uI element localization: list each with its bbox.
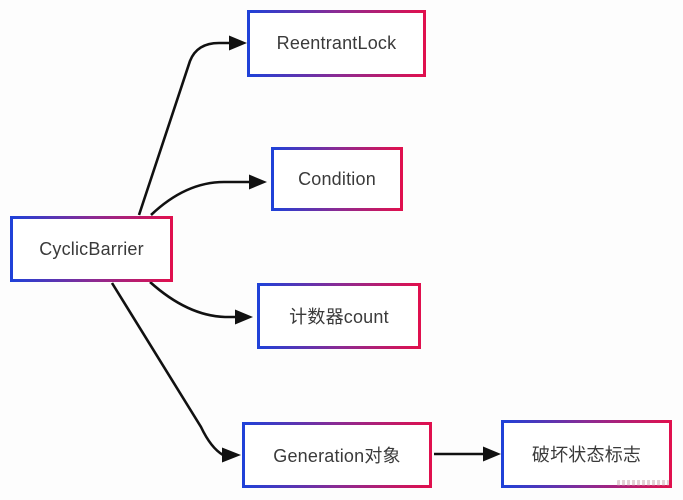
arrowhead-icon (249, 174, 267, 190)
node-label: 计数器count (289, 307, 389, 327)
node-generation: Generation对象 (242, 422, 432, 488)
node-label: ReentrantLock (276, 33, 397, 53)
edge-generation-broken-flag (434, 446, 501, 462)
arrowhead-icon (229, 35, 247, 51)
arrowhead-icon (483, 446, 501, 462)
node-reentrantlock: ReentrantLock (247, 10, 426, 77)
node-broken-flag: 破坏状态标志 (501, 420, 672, 488)
node-label: Condition (298, 168, 376, 189)
node-cyclicbarrier: CyclicBarrier (10, 216, 173, 282)
edge-cyclicbarrier-counter (149, 281, 253, 325)
node-label: 破坏状态标志 (531, 445, 642, 465)
node-counter: 计数器count (257, 283, 421, 349)
arrowhead-icon (235, 309, 253, 325)
node-label: Generation对象 (273, 446, 401, 466)
arrowhead-icon (222, 447, 241, 463)
edge-cyclicbarrier-generation (110, 282, 241, 463)
node-condition: Condition (271, 147, 403, 211)
node-label: CyclicBarrier (39, 238, 144, 259)
edge-cyclicbarrier-reentrantlock (137, 35, 247, 216)
watermark (617, 480, 669, 486)
edge-cyclicbarrier-condition (150, 174, 267, 216)
